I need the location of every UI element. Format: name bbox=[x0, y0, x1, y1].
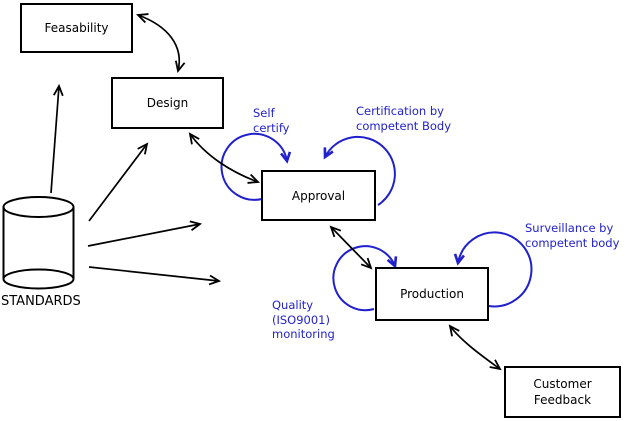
arrow-standards-to-design bbox=[88, 142, 149, 222]
arrow-standards-to-production bbox=[88, 266, 222, 286]
feasability-box: Feasability bbox=[20, 3, 133, 53]
standards-label: STANDARDS bbox=[1, 294, 81, 309]
arrow-production-customer-feedback bbox=[448, 324, 502, 371]
certification-annotation: Certification by competent Body bbox=[356, 104, 452, 133]
quality-monitoring-annotation: Quality (ISO9001) monitoring bbox=[272, 298, 335, 341]
production-box: Production bbox=[375, 267, 489, 321]
approval-box: Approval bbox=[261, 170, 376, 221]
arrow-standards-to-feasability bbox=[50, 83, 64, 194]
design-box: Design bbox=[111, 77, 224, 129]
arrow-approval-production bbox=[329, 225, 373, 270]
self-certify-annotation: Self certify bbox=[253, 106, 290, 135]
surveillance-annotation: Surveillance by competent body bbox=[525, 221, 620, 250]
arrow-feasability-design bbox=[136, 13, 186, 74]
standards-cylinder bbox=[2, 196, 75, 290]
arrow-standards-to-approval bbox=[87, 220, 203, 247]
customer-feedback-box: Customer Feedback bbox=[504, 366, 621, 418]
arrow-design-approval bbox=[188, 132, 260, 184]
